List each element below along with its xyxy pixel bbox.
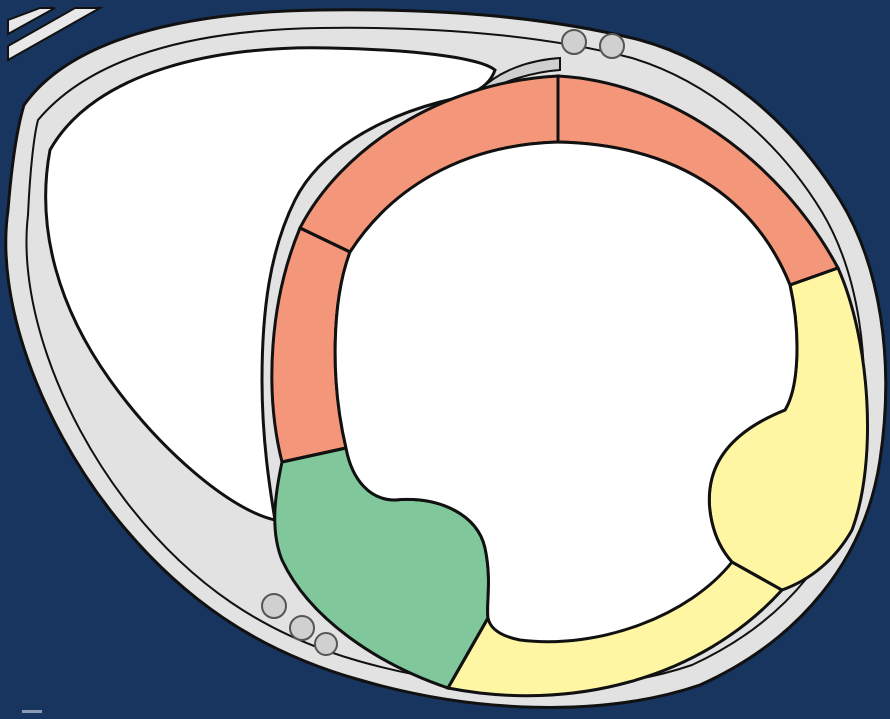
corner-mark [22,710,42,713]
